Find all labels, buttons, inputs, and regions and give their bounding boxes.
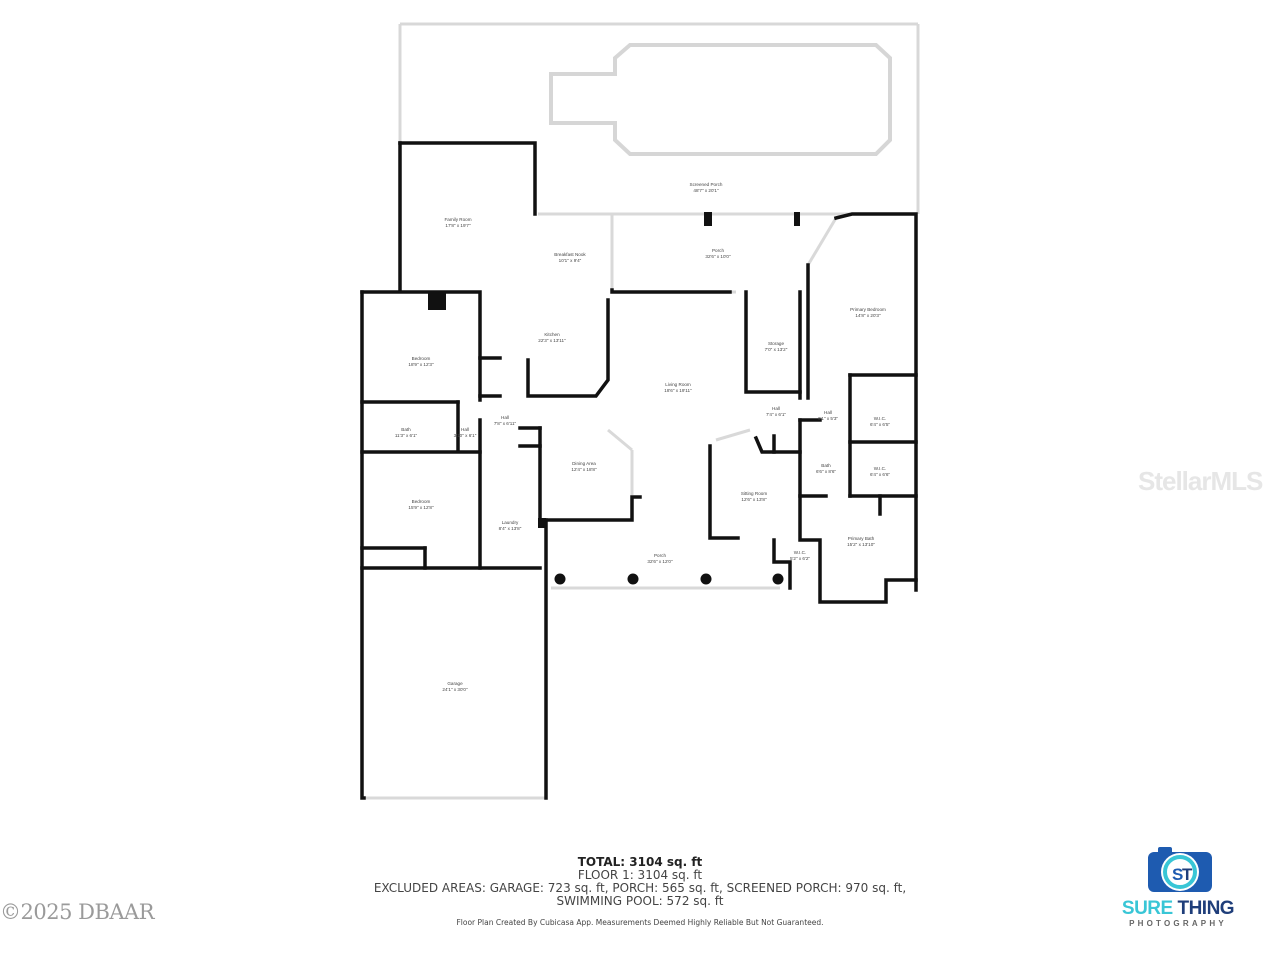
room-dimensions: 17'8" x 19'7" (445, 223, 471, 228)
fireplace (428, 212, 800, 528)
room-dimensions: 18'6" x 19'11" (664, 388, 692, 393)
room-dimensions: 6'4" x 6'6" (869, 472, 891, 477)
room-dimensions: 12'6" x 13'8" (741, 497, 767, 502)
room-name: Storage (767, 341, 785, 346)
svg-text:T: T (1182, 865, 1193, 884)
porch-columns (554, 573, 784, 585)
room-name: Porch (653, 553, 667, 558)
room-name: Bath (821, 463, 831, 468)
room-name: W.I.C. (793, 550, 807, 555)
room-name: Hall (772, 406, 780, 411)
room-name: Bedroom (411, 356, 431, 361)
room-name: Bath (401, 427, 411, 432)
room-name: Primary Bedroom (850, 307, 886, 312)
total-area: TOTAL: 3104 sq. ft (577, 855, 703, 869)
room-dimensions: 14'8" x 20'3" (855, 313, 881, 318)
room-name: Bedroom (411, 499, 431, 504)
svg-text:S: S (1172, 865, 1183, 884)
room-name: W.I.C. (873, 416, 887, 421)
room-dimensions: 48'7" x 20'1" (693, 188, 719, 193)
excluded-areas: EXCLUDED AREAS: GARAGE: 723 sq. ft, PORC… (373, 881, 907, 895)
floor-area: FLOOR 1: 3104 sq. ft (577, 868, 703, 882)
room-dimensions: 6'4" x 6'5" (869, 422, 891, 427)
room-dimensions: 24'1" x 30'0" (442, 687, 468, 692)
room-name: Hall (461, 427, 469, 432)
logo-name-part1: SURE (1121, 898, 1178, 919)
room-name: Family Room (444, 217, 472, 222)
room-dimensions: 11'3" x 6'1" (394, 433, 418, 438)
room-dimensions: 12'4" x 18'8" (571, 467, 597, 472)
room-dimensions: 5'2" x 6'2" (789, 556, 811, 561)
excluded-areas-cont: SWIMMING POOL: 572 sq. ft (556, 894, 724, 908)
room-name: Laundry (501, 520, 519, 525)
room-dimensions: 7'0" x 13'2" (764, 347, 788, 352)
room-dimensions: 10'1" x 9'4" (558, 258, 582, 263)
room-wic-1: W.I.C.6'4" x 6'5" (870, 416, 890, 428)
room-dimensions: 7'8" x 6'11" (493, 421, 517, 426)
room-name: Sitting Room (740, 491, 768, 496)
room-name: Dining Area (572, 461, 596, 466)
room-name: Primary Bath (847, 536, 875, 541)
mls-watermark: StellarMLS (1138, 466, 1263, 496)
room-name: Porch (711, 248, 725, 253)
room-name: Breakfast Nook (554, 252, 586, 257)
pool-outline (549, 43, 892, 156)
room-dimensions: 7'4" x 6'1" (765, 412, 787, 417)
room-name: Screened Porch (689, 182, 723, 187)
area-summary: TOTAL: 3104 sq. ft FLOOR 1: 3104 sq. ft … (0, 855, 1280, 928)
screened-porch-outline (398, 22, 920, 214)
room-dimensions: 15'2" x 13'10" (847, 542, 875, 547)
disclaimer-note: Floor Plan Created By Cubicasa App. Meas… (456, 918, 824, 927)
room-name: Living Room (665, 382, 691, 387)
copyright-watermark: ©2025 DBAAR (0, 900, 155, 924)
walls (360, 141, 918, 800)
room-wic-2: W.I.C.6'4" x 6'6" (870, 466, 890, 478)
logo-name: SURE THING (1108, 898, 1248, 920)
sure-thing-logo: SURE THING PHOTOGRAPHY (1108, 848, 1248, 932)
room-dimensions: 32'6" x 12'0" (647, 559, 673, 564)
room-dimensions: 32'6" x 10'0" (705, 254, 731, 259)
logo-camera: S T (1148, 847, 1212, 892)
room-wic-3: W.I.C.5'2" x 6'2" (790, 550, 810, 562)
logo-subtitle: PHOTOGRAPHY (1129, 919, 1227, 928)
room-name: Kitchen (544, 332, 560, 337)
room-dimensions: 8'4" x 13'8" (498, 526, 522, 531)
room-dimensions: 15'9" x 12'8" (408, 505, 434, 510)
room-name: Hall (824, 410, 832, 415)
room-dimensions: 22'3" x 13'11" (538, 338, 566, 343)
room-name: W.I.C. (873, 466, 887, 471)
room-dimensions: 3'10" x 6'1" (453, 433, 477, 438)
room-dimensions: 6'6" x 8'6" (815, 469, 837, 474)
logo-name-part2: THING (1177, 898, 1235, 919)
room-name: Garage (447, 681, 463, 686)
room-dimensions: 6'1" x 5'3" (817, 416, 839, 421)
room-dimensions: 18'9" x 12'3" (408, 362, 434, 367)
open-edges (364, 212, 916, 800)
room-name: Hall (501, 415, 509, 420)
